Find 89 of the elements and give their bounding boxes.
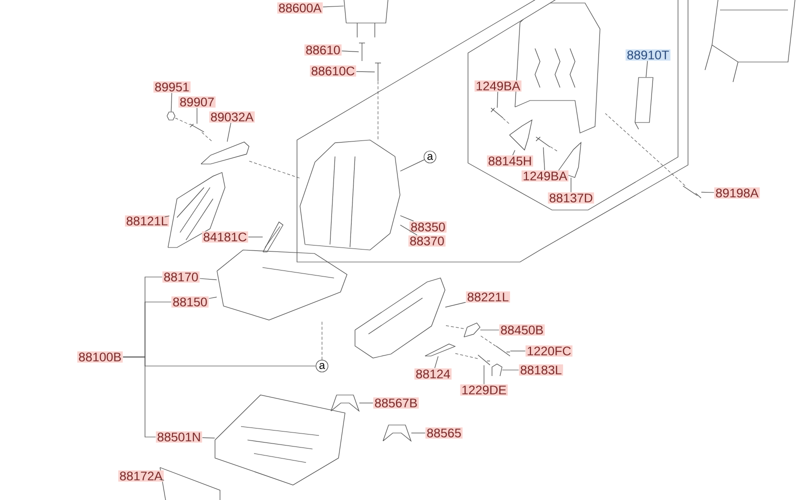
screw-drawing xyxy=(478,354,490,366)
leader-line xyxy=(543,147,545,170)
nut-drawing xyxy=(166,112,176,120)
assembly-line xyxy=(605,113,686,186)
part-number-label: 88145H xyxy=(486,155,534,167)
leader-line xyxy=(400,224,418,236)
seat-frame-drawing xyxy=(214,394,346,486)
bolt-drawing xyxy=(682,186,702,198)
pin-drawing xyxy=(358,42,366,62)
side-cover-drawing xyxy=(354,278,446,358)
part-number-label: 88501N xyxy=(156,431,202,443)
leader-line xyxy=(170,92,172,112)
leader-line xyxy=(400,159,425,172)
assembly-line xyxy=(175,118,190,125)
seat-cushion-drawing xyxy=(216,250,348,320)
part-number-label: 88172A xyxy=(118,470,164,482)
part-number-label: 89951 xyxy=(153,81,191,93)
leader-line xyxy=(400,215,414,222)
seat-back-drawing xyxy=(300,140,400,250)
bolt-drawing xyxy=(490,108,504,118)
part-number-label: 88450B xyxy=(499,324,545,336)
part-number-label: 1220FC xyxy=(526,345,572,357)
airbag-module-drawing xyxy=(634,77,654,130)
leader-line xyxy=(159,479,164,481)
leader-line xyxy=(510,350,526,352)
leader-line xyxy=(701,192,714,193)
part-number-label: 89032A xyxy=(209,111,255,123)
part-number-label: 88610 xyxy=(304,44,342,56)
armrest-cap-drawing xyxy=(200,142,250,164)
assembly-line xyxy=(445,325,464,329)
leader-line xyxy=(226,122,232,142)
screw-drawing xyxy=(496,346,510,356)
mesh-drawing xyxy=(262,222,284,252)
assembly-line xyxy=(480,335,496,346)
cover-cap-drawing xyxy=(330,394,360,412)
leader-line xyxy=(200,278,217,280)
part-number-label: 88350 xyxy=(409,221,447,233)
part-number-label: 88150 xyxy=(171,296,209,308)
part-number-label: 88565 xyxy=(425,427,463,439)
assembly-line xyxy=(202,132,213,142)
leader-line xyxy=(512,150,516,156)
assembly-line xyxy=(502,118,510,124)
part-number-label: 89198A xyxy=(714,187,760,199)
leader-line xyxy=(570,178,572,192)
group-outline xyxy=(468,0,678,210)
leader-line xyxy=(356,71,375,72)
part-number-label: 88567B xyxy=(373,397,419,409)
leader-line xyxy=(164,216,170,218)
leader-line xyxy=(196,108,198,124)
part-number-label: 88910T xyxy=(626,49,670,61)
leader-line xyxy=(208,296,217,299)
bolt-drawing xyxy=(536,136,550,148)
leader-line xyxy=(434,356,438,368)
part-number-label: 88221L xyxy=(466,291,510,303)
part-number-label: 88170 xyxy=(162,271,200,283)
part-number-label: 88121L xyxy=(124,215,170,227)
part-number-label: 84181C xyxy=(202,231,248,243)
leader-line xyxy=(496,92,498,108)
part-number-label: 88100B xyxy=(77,351,123,363)
bolt-drawing xyxy=(190,124,204,132)
leader-line xyxy=(342,50,359,52)
lever-drawing xyxy=(424,344,456,356)
leader-line xyxy=(411,432,426,434)
leader-line xyxy=(445,302,466,308)
cover-cap-drawing xyxy=(382,424,412,442)
part-number-label: 88124 xyxy=(414,368,452,380)
part-number-label: 1229DE xyxy=(460,384,508,396)
part-number-label: 1249BA xyxy=(474,80,522,92)
leader-line xyxy=(248,236,263,238)
part-number-label: 1249BA xyxy=(522,170,568,182)
clip-drawing xyxy=(492,364,502,376)
assembly-line xyxy=(249,160,300,178)
part-number-label: 88137D xyxy=(548,192,594,204)
leader-line xyxy=(646,60,648,78)
part-number-label: 89907 xyxy=(178,96,216,108)
part-number-label: 88370 xyxy=(408,235,446,247)
headrest-drawing xyxy=(344,0,388,38)
leader-line xyxy=(359,402,374,404)
pin-drawing xyxy=(374,62,382,82)
leader-line xyxy=(322,6,344,8)
assembly-line xyxy=(550,146,558,152)
knob-drawing xyxy=(464,322,480,338)
leader-line xyxy=(202,437,215,438)
assembly-line xyxy=(455,353,478,359)
bracket-line xyxy=(122,356,156,438)
bracket-drawing xyxy=(509,119,532,151)
part-number-label: 88183L xyxy=(518,364,564,376)
part-number-label: 88600A xyxy=(277,2,323,14)
part-number-label: 88610C xyxy=(310,65,356,77)
